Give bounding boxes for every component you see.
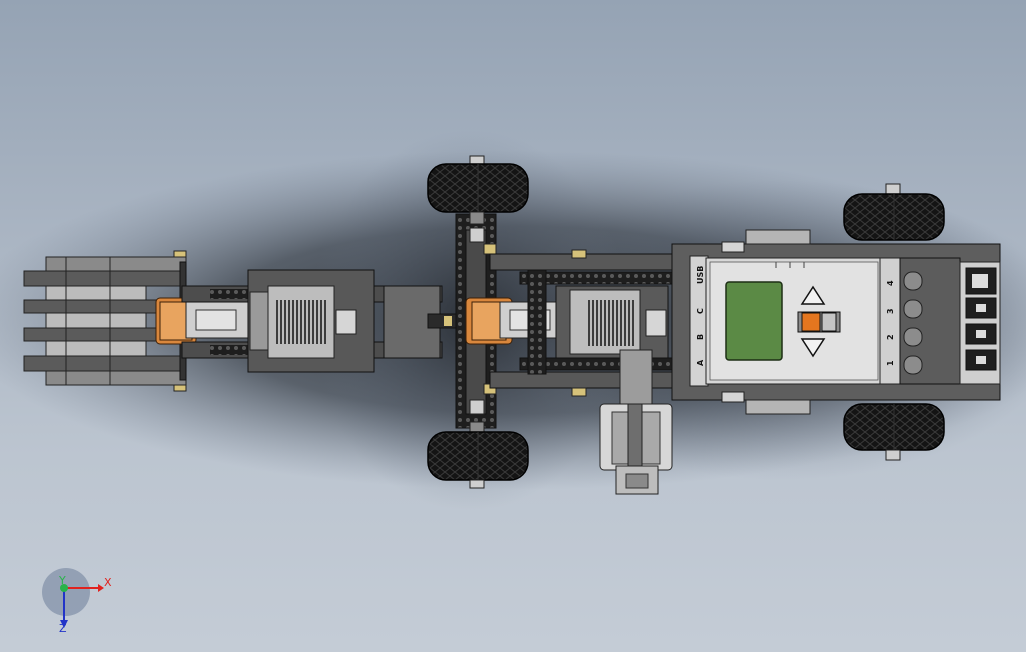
front-pivot-joint[interactable]	[155, 297, 259, 345]
input-port-label: 1	[886, 360, 895, 366]
input-port-label: 3	[886, 308, 895, 314]
triangle-down-icon	[800, 338, 826, 358]
output-port-label: B	[696, 334, 705, 340]
boom-arm[interactable]	[181, 269, 469, 373]
rear-wheel-bottom[interactable]	[843, 403, 945, 461]
orange-center-button	[801, 312, 821, 332]
y-axis-label: Y	[58, 574, 66, 587]
input-port-label: 4	[886, 280, 895, 286]
input-port-label: 2	[886, 334, 895, 340]
servo-motor-lower[interactable]	[599, 349, 673, 495]
front-fork-assembly[interactable]	[23, 250, 187, 392]
x-axis-label: X	[104, 576, 112, 589]
rear-wheel-top[interactable]	[843, 183, 945, 241]
output-port-label: C	[696, 308, 705, 314]
z-axis-label: Z	[59, 622, 67, 635]
lcd-screen	[725, 281, 783, 361]
usb-port-label: USB	[696, 266, 705, 284]
nxt-brick[interactable]: A B C USB 1 2 3 4	[671, 229, 1001, 415]
center-wheel-bottom[interactable]	[427, 421, 529, 489]
triangle-up-icon	[800, 285, 826, 305]
output-port-label: A	[696, 359, 705, 366]
axis-triad: X Y Z	[42, 568, 112, 635]
center-wheel-top[interactable]	[427, 155, 529, 225]
y-axis-dot	[60, 584, 68, 592]
